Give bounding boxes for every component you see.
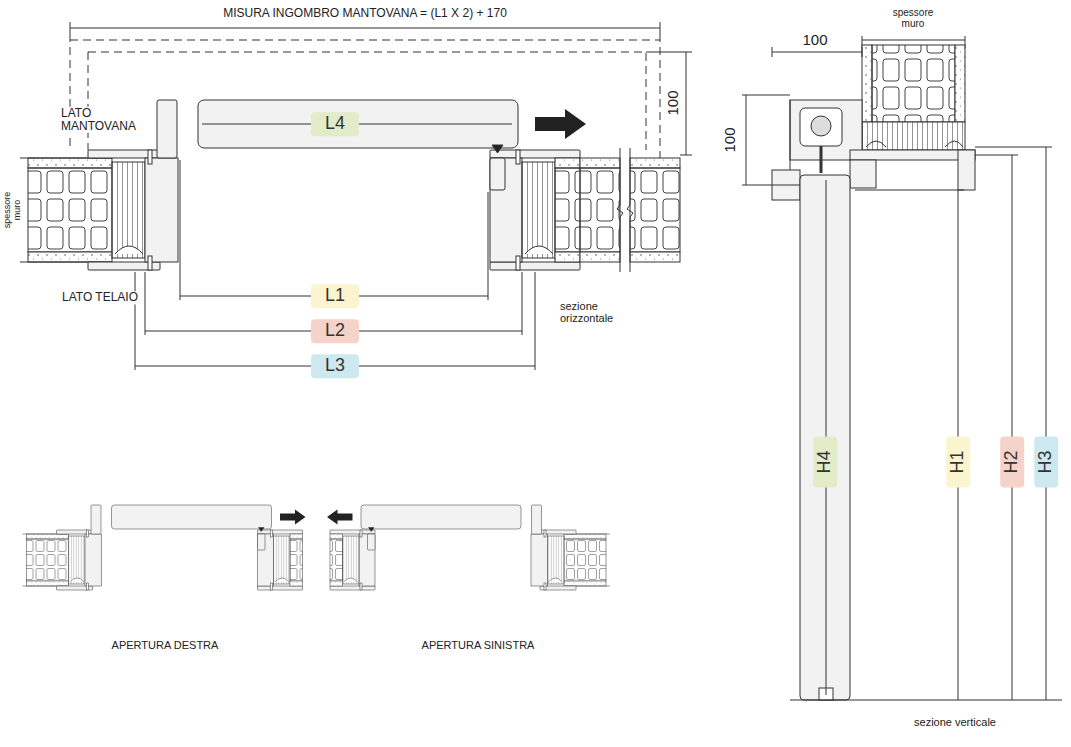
dimension-tag: L4 <box>311 112 359 136</box>
drawing-stroke <box>955 45 965 122</box>
drawing-stroke <box>180 160 181 300</box>
drawing-stroke <box>646 52 692 53</box>
drawing-stroke <box>742 185 800 186</box>
drawing-stroke <box>862 45 872 122</box>
dimension-code: L1 <box>325 285 345 307</box>
drawing-stroke <box>686 52 687 155</box>
drawing-stroke <box>580 168 620 252</box>
drawing-stroke <box>958 150 975 190</box>
drawing-label: LATO MANTOVANA <box>59 107 137 133</box>
drawing-stroke <box>746 95 747 185</box>
drawing-stroke <box>850 160 876 188</box>
dimension-tag: L1 <box>311 284 359 308</box>
plan-extension <box>580 148 680 272</box>
dimension-code: L3 <box>325 355 345 377</box>
drawing-stroke <box>866 141 963 147</box>
plan-main <box>20 100 586 270</box>
drawing-stroke <box>862 122 965 150</box>
dimension-tag: H4 <box>813 436 837 487</box>
dimension-code: L4 <box>325 113 345 135</box>
drawing-label: APERTURA SINISTRA <box>420 639 537 651</box>
drawing-stroke <box>88 52 646 150</box>
drawing-stroke <box>1046 147 1047 700</box>
plan-right-opening <box>23 505 306 590</box>
drawing-stroke <box>660 22 661 34</box>
drawing-stroke <box>811 116 831 136</box>
drawing-label: APERTURA DESTRA <box>110 639 221 651</box>
drawing-stroke <box>772 47 773 57</box>
drawing-stroke <box>855 190 964 191</box>
drawing-stroke <box>850 150 975 160</box>
drawing-stroke <box>627 148 633 272</box>
plan-left-opening <box>327 505 610 590</box>
drawing-stroke <box>580 252 620 262</box>
drawing-stroke <box>70 40 660 41</box>
drawing-stroke <box>872 45 955 122</box>
drawing-stroke <box>862 47 863 57</box>
drawing-stroke <box>1012 155 1013 700</box>
dimension-tag: L3 <box>311 354 359 378</box>
dimension-code: H3 <box>1035 450 1057 473</box>
drawing-stroke <box>790 100 791 170</box>
drawing-stroke <box>820 146 823 173</box>
dimension-tag: H3 <box>1034 436 1058 487</box>
drawing-stroke <box>522 272 523 335</box>
dimension-tag: H1 <box>946 436 970 487</box>
drawing-stroke <box>617 148 623 272</box>
drawing-label: spessore muro <box>881 7 945 29</box>
drawing-stroke <box>975 147 1052 148</box>
dimension-code: L2 <box>325 320 345 342</box>
drawing-label: 100 <box>800 32 829 49</box>
drawing-stroke <box>630 252 680 262</box>
drawing-label: MISURA INGOMBRO MANTOVANA = (L1 X 2) + 1… <box>221 7 509 20</box>
drawing-stroke <box>862 40 965 41</box>
drawing-label: spessore muro <box>3 182 23 238</box>
drawing-stroke <box>88 52 89 150</box>
dimension-code: H1 <box>947 450 969 473</box>
drawing-label: 100 <box>665 88 682 117</box>
dimension-lines <box>70 22 692 370</box>
drawing-label: LATO TELAIO <box>60 291 140 304</box>
drawing-label: 100 <box>722 125 739 154</box>
drawing-stroke <box>800 108 842 146</box>
drawing-stroke <box>145 272 146 335</box>
drawing-stroke <box>790 700 1062 701</box>
dimension-tag: H2 <box>1000 436 1024 487</box>
drawing-stroke <box>70 22 71 34</box>
drawing-stroke <box>535 272 536 370</box>
drawing-label: sezione orizzontale <box>558 300 642 324</box>
dimension-tag: L2 <box>311 319 359 343</box>
drawing-stroke <box>742 95 790 96</box>
drawing-stroke <box>70 34 660 158</box>
drawing-stroke <box>630 168 680 252</box>
drawing-stroke <box>630 158 680 168</box>
drawing-stroke <box>772 52 862 53</box>
vertical-section <box>742 36 1062 700</box>
dimension-code: H2 <box>1001 450 1023 473</box>
drawing-stroke <box>800 175 850 700</box>
drawing-stroke <box>660 34 661 158</box>
drawing-stroke <box>70 28 660 29</box>
drawing-stroke <box>135 272 136 370</box>
drawing-stroke <box>580 158 620 168</box>
drawing-label: sezione verticale <box>912 716 998 728</box>
drawing-stroke <box>488 192 489 300</box>
dimension-code: H4 <box>814 450 836 473</box>
